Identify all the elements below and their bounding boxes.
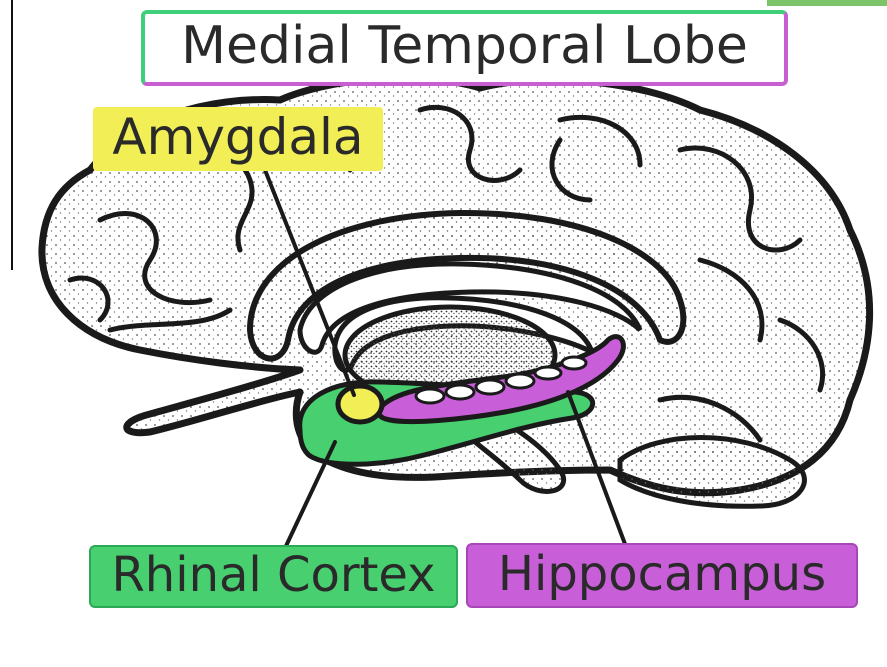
figure-title: Medial Temporal Lobe [141, 10, 788, 86]
amygdala-region [338, 386, 382, 422]
rhinal-cortex-label: Rhinal Cortex [89, 545, 458, 608]
amygdala-label: Amygdala [93, 107, 383, 171]
hippocampus-label: Hippocampus [466, 543, 858, 608]
